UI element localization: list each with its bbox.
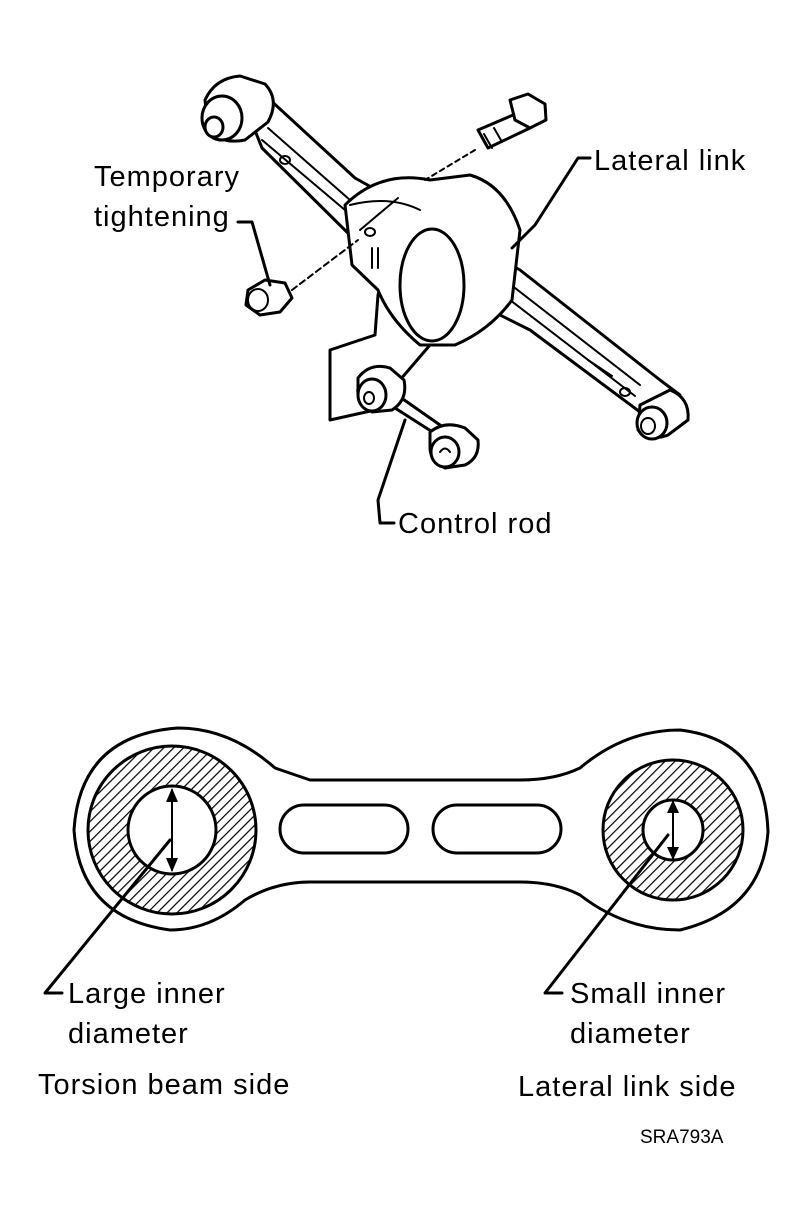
control-rod xyxy=(356,364,480,470)
figure-code: SRA793A xyxy=(640,1127,724,1148)
lateral-link-side-label: Lateral link side xyxy=(518,1071,737,1103)
slot-left xyxy=(278,803,410,855)
bushing-icon xyxy=(635,388,690,441)
control-rod-outline xyxy=(72,726,770,932)
bushing-icon xyxy=(200,74,275,143)
large-inner-diameter-label-line1: Large inner xyxy=(68,978,226,1010)
torsion-beam-side-label: Torsion beam side xyxy=(38,1069,290,1101)
leader-lines-bottom xyxy=(43,833,670,995)
large-inner-diameter-label-line2: diameter xyxy=(68,1018,189,1050)
small-inner-diameter-label-line2: diameter xyxy=(570,1018,691,1050)
lateral-link-label: Lateral link xyxy=(594,145,746,177)
lateral-link-assembly xyxy=(200,74,690,470)
temporary-tightening-label-line1: Temporary xyxy=(94,161,240,193)
leader-lines-top xyxy=(236,156,592,525)
control-rod-label: Control rod xyxy=(398,508,552,540)
large-diameter-arrow xyxy=(166,788,178,872)
control-rod-top-view xyxy=(72,726,770,932)
bolt-icon xyxy=(476,92,548,150)
small-inner-diameter-label-line1: Small inner xyxy=(570,978,726,1010)
small-diameter-arrow xyxy=(667,800,679,860)
slot-right xyxy=(431,803,563,855)
temporary-tightening-label-line2: tightening xyxy=(94,201,230,233)
